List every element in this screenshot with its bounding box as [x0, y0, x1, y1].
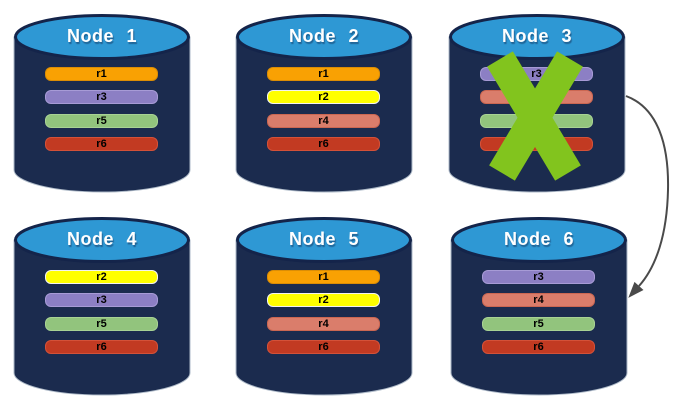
record-bar: r6 [482, 340, 595, 354]
record-bar: r6 [267, 137, 380, 151]
record-bar: r4 [267, 114, 380, 128]
failure-x-icon [487, 51, 583, 181]
record-bar: r3 [45, 293, 158, 307]
record-bar: r4 [267, 317, 380, 331]
node-3: Node 3 r3 r4 r5 r6 [448, 13, 626, 193]
arrowhead-icon [628, 281, 644, 298]
node-title: Node 1 [66, 26, 137, 46]
node-title: Node 6 [503, 229, 574, 249]
record-bar: r2 [267, 90, 380, 104]
node-6: Node 6 r3 r4 r5 r6 [450, 216, 628, 396]
node-title: Node 4 [66, 229, 137, 249]
record-bar: r5 [45, 317, 158, 331]
node-1: Node 1 r1 r3 r5 r6 [13, 13, 191, 193]
record-bar: r1 [267, 270, 380, 284]
record-bar: r5 [482, 317, 595, 331]
record-bar: r6 [45, 137, 158, 151]
node-title: Node 5 [288, 229, 359, 249]
record-bar: r2 [267, 293, 380, 307]
node-title: Node 2 [288, 26, 359, 46]
node-4: Node 4 r2 r3 r5 r6 [13, 216, 191, 396]
node-2: Node 2 r1 r2 r4 r6 [235, 13, 413, 193]
record-bar: r3 [45, 90, 158, 104]
record-bar: r5 [45, 114, 158, 128]
record-bar: r3 [482, 270, 595, 284]
record-bar: r1 [267, 67, 380, 81]
record-bar: r6 [267, 340, 380, 354]
record-bar: r4 [482, 293, 595, 307]
record-bar: r6 [45, 340, 158, 354]
record-bar: r2 [45, 270, 158, 284]
node-5: Node 5 r1 r2 r4 r6 [235, 216, 413, 396]
record-bar: r1 [45, 67, 158, 81]
node-title: Node 3 [501, 26, 572, 46]
